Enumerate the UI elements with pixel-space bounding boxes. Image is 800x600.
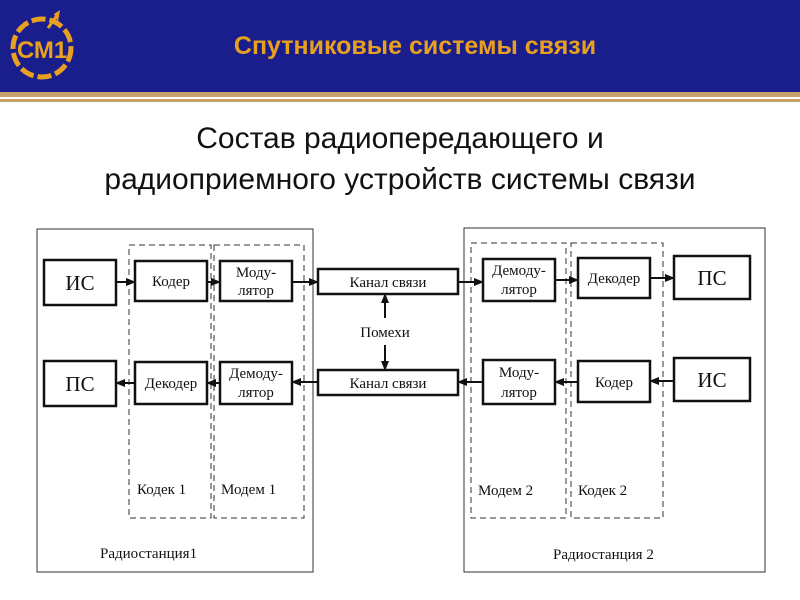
svg-text:ПС: ПС: [65, 372, 94, 396]
svg-text:лятор: лятор: [238, 283, 274, 299]
svg-text:Канал связи: Канал связи: [350, 376, 427, 392]
codec-1-frame: [128, 244, 212, 519]
svg-text:Декодер: Декодер: [145, 376, 197, 392]
forward-channel-block: Канал связи: [316, 267, 460, 296]
station-2-demodulator-block: Демоду- лятор: [481, 257, 557, 303]
svg-text:лятор: лятор: [501, 282, 537, 298]
forward-signal-arrows: [116, 274, 675, 286]
station-1-coder-block: Кодер: [133, 259, 209, 303]
station-2-label: Радиостанция 2: [553, 547, 654, 563]
modem-2-frame: [470, 242, 567, 519]
codec-1-label: Кодек 1: [137, 482, 186, 498]
station-2-frame: [463, 227, 766, 573]
svg-text:Канал связи: Канал связи: [350, 275, 427, 291]
codec-2-label: Кодек 2: [578, 483, 627, 499]
station-2-decoder-block: Декодер: [576, 256, 652, 300]
modem-1-frame: [213, 244, 305, 519]
station-1-demodulator-block: Демоду- лятор: [218, 360, 294, 406]
backward-signal-arrows: [115, 377, 674, 387]
modem-1-label: Модем 1: [221, 482, 276, 498]
subtitle-line-1: Состав радиопередающего и: [196, 122, 604, 155]
station-2-sink-block: ПС: [672, 254, 752, 301]
station-2-modulator-block: Моду- лятор: [481, 358, 557, 406]
svg-text:лятор: лятор: [501, 385, 537, 401]
svg-text:Демоду-: Демоду-: [492, 263, 546, 279]
svg-text:лятор: лятор: [238, 385, 274, 401]
header-stripe-thin: [0, 99, 800, 102]
noise-label: Помехи: [360, 325, 410, 341]
svg-text:Кодер: Кодер: [152, 274, 190, 290]
svg-text:ИС: ИС: [65, 271, 94, 295]
logo-text: СМ1: [17, 37, 67, 64]
svg-text:Декодер: Декодер: [588, 271, 640, 287]
page-title: Спутниковые системы связи: [233, 32, 597, 60]
svg-text:ИС: ИС: [697, 368, 726, 392]
station-1-modulator-block: Моду- лятор: [218, 259, 294, 303]
station-1-label: Радиостанция1: [100, 546, 197, 562]
station-2-source-block: ИС: [672, 356, 752, 403]
backward-channel-block: Канал связи: [316, 368, 460, 397]
svg-text:Кодер: Кодер: [595, 375, 633, 391]
station-2-coder-block: Кодер: [576, 359, 652, 404]
station-1-frame: [36, 228, 314, 573]
subtitle-line-2: радиоприемного устройств системы связи: [104, 163, 696, 196]
svg-text:Моду-: Моду-: [236, 265, 276, 281]
slide-subtitle: Состав радиопередающего и радиоприемного…: [0, 118, 800, 200]
station-1-sink-block: ПС: [42, 359, 118, 408]
svg-text:ПС: ПС: [697, 266, 726, 290]
svg-text:Демоду-: Демоду-: [229, 366, 283, 382]
header-band: [0, 0, 800, 92]
station-1-source-block: ИС: [42, 258, 118, 307]
modem-2-label: Модем 2: [478, 483, 533, 499]
satellite-logo-icon: СМ1: [10, 10, 74, 80]
station-1-decoder-block: Декодер: [133, 360, 209, 406]
svg-text:Моду-: Моду-: [499, 365, 539, 381]
codec-2-frame: [570, 242, 664, 519]
header-stripe: [0, 92, 800, 97]
